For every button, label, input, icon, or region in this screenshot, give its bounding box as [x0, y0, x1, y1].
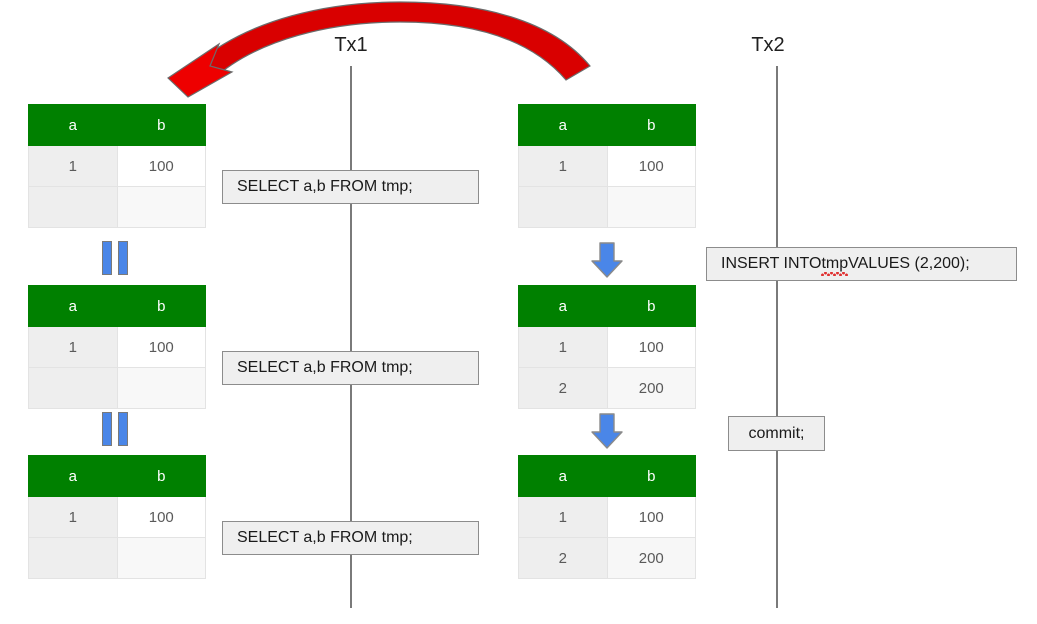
column-header-a: a: [518, 104, 608, 146]
statement-text-misspelled: tmp: [821, 255, 849, 276]
statement-text: SELECT a,b FROM tmp;: [237, 529, 413, 546]
cell-b: 100: [606, 496, 696, 538]
statement-box-insert-1[interactable]: INSERT INTO tmp VALUES (2,200);: [706, 247, 1017, 281]
lifeline-tx2: [776, 66, 778, 608]
column-header-b: b: [116, 104, 206, 146]
transition-arrow-2-icon: [587, 411, 627, 451]
cell-b: 100: [606, 326, 696, 368]
table-row: [518, 186, 696, 228]
tx2-snapshot-3-table: a b 1 100 2 200: [518, 455, 696, 579]
cell-b: 100: [116, 496, 206, 538]
cell-b: 200: [606, 367, 696, 409]
cell-b: [606, 186, 696, 228]
statement-text: SELECT a,b FROM tmp;: [237, 359, 413, 376]
cell-a: 2: [518, 367, 608, 409]
cell-b: [116, 186, 206, 228]
tx1-snapshot-3-table: a b 1 100: [28, 455, 206, 579]
cell-a: 1: [28, 326, 118, 368]
tx1-snapshot-1-table: a b 1 100: [28, 104, 206, 228]
tx2-snapshot-1-table: a b 1 100: [518, 104, 696, 228]
table-row: 1 100: [518, 496, 696, 538]
table-header-row: a b: [28, 455, 206, 497]
cell-b: 200: [606, 537, 696, 579]
cell-b: 100: [116, 145, 206, 187]
statement-box-select-1[interactable]: SELECT a,b FROM tmp;: [222, 170, 479, 204]
statement-text: SELECT a,b FROM tmp;: [237, 178, 413, 195]
cell-a: 1: [28, 145, 118, 187]
statement-text: commit;: [748, 424, 805, 442]
cell-a: 1: [518, 326, 608, 368]
table-row: 1 100: [518, 326, 696, 368]
tx2-snapshot-2-table: a b 1 100 2 200: [518, 285, 696, 409]
cell-b: [116, 367, 206, 409]
column-header-b: b: [606, 285, 696, 327]
cell-b: [116, 537, 206, 579]
statement-text-prefix: INSERT INTO: [721, 255, 822, 272]
table-row: [28, 537, 206, 579]
column-header-b: b: [116, 285, 206, 327]
tx1-snapshot-2-table: a b 1 100: [28, 285, 206, 409]
table-header-row: a b: [28, 104, 206, 146]
table-row: [28, 186, 206, 228]
table-header-row: a b: [518, 104, 696, 146]
column-header-b: b: [116, 455, 206, 497]
cell-a: [28, 367, 118, 409]
equality-bar-left: [102, 412, 112, 446]
equality-bar-left: [102, 241, 112, 275]
lifeline-tx1: [350, 66, 352, 608]
statement-box-select-3[interactable]: SELECT a,b FROM tmp;: [222, 521, 479, 555]
statement-box-commit-1[interactable]: commit;: [728, 416, 825, 451]
table-row: 1 100: [28, 496, 206, 538]
equality-marker-2-icon: [101, 412, 131, 446]
table-row: 2 200: [518, 537, 696, 579]
statement-text-suffix: VALUES (2,200);: [848, 255, 970, 272]
statement-box-select-2[interactable]: SELECT a,b FROM tmp;: [222, 351, 479, 385]
table-row: 1 100: [28, 326, 206, 368]
lifeline-label-tx2: Tx2: [751, 34, 785, 56]
table-row: [28, 367, 206, 409]
equality-bar-right: [118, 412, 128, 446]
cell-a: 1: [518, 145, 608, 187]
column-header-b: b: [606, 104, 696, 146]
table-header-row: a b: [518, 455, 696, 497]
cell-a: [28, 537, 118, 579]
cell-a: [28, 186, 118, 228]
transition-arrow-1-icon: [587, 240, 627, 280]
column-header-a: a: [28, 104, 118, 146]
table-header-row: a b: [518, 285, 696, 327]
table-header-row: a b: [28, 285, 206, 327]
cell-b: 100: [116, 326, 206, 368]
table-row: 1 100: [28, 145, 206, 187]
equality-bar-right: [118, 241, 128, 275]
column-header-a: a: [28, 455, 118, 497]
table-row: 1 100: [518, 145, 696, 187]
lifeline-label-tx1: Tx1: [334, 34, 368, 56]
table-row: 2 200: [518, 367, 696, 409]
column-header-a: a: [28, 285, 118, 327]
column-header-a: a: [518, 285, 608, 327]
cell-a: 2: [518, 537, 608, 579]
column-header-b: b: [606, 455, 696, 497]
cell-a: 1: [28, 496, 118, 538]
column-header-a: a: [518, 455, 608, 497]
cell-a: [518, 186, 608, 228]
equality-marker-1-icon: [101, 241, 131, 275]
feedback-arc-icon: [167, 1, 591, 98]
cell-a: 1: [518, 496, 608, 538]
cell-b: 100: [606, 145, 696, 187]
